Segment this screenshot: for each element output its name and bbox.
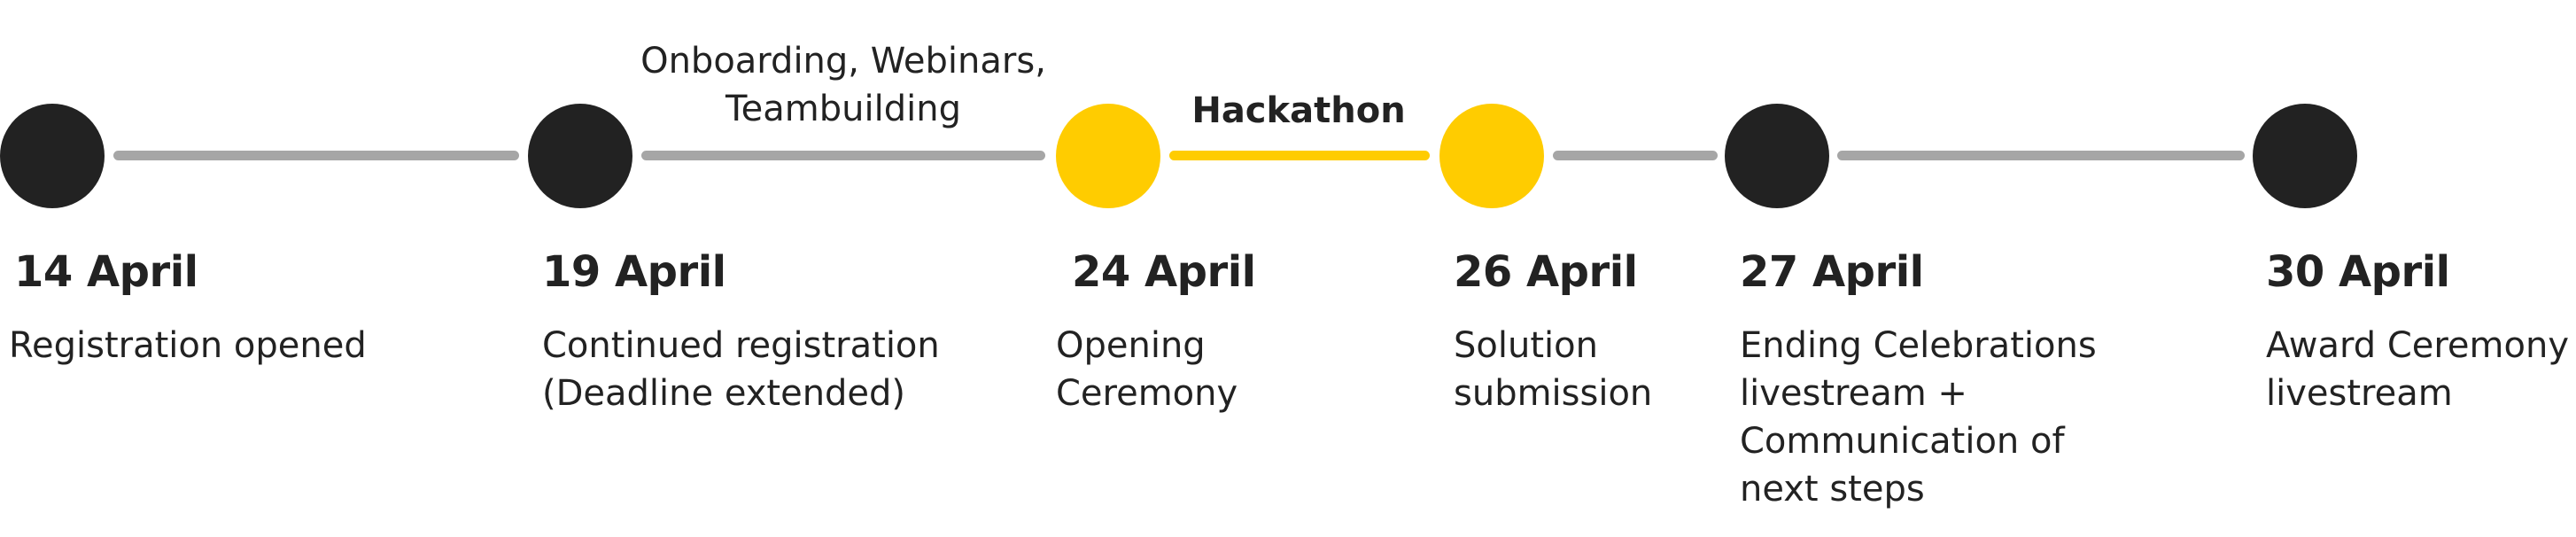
connector-2 [641,151,1045,160]
milestone-node-5 [1725,104,1829,208]
milestone-node-2 [528,104,632,208]
milestone-node-6 [2253,104,2357,208]
connector-5 [1837,151,2245,160]
milestone-date-4: 26 April [1454,247,1638,297]
milestone-description-1: Registration opened [9,325,367,366]
milestone-description-4: Solution submission [1454,325,1653,414]
milestone-description-5: Ending Celebrations livestream + Communi… [1740,325,2097,510]
milestone-date-5: 27 April [1740,247,1924,297]
milestone-date-3: 24 April [1072,247,1256,297]
milestone-description-3: Opening Ceremony [1056,325,1238,414]
connector-4 [1553,151,1718,160]
connector-3-hackathon [1169,151,1430,160]
milestone-date-2: 19 April [542,247,726,297]
milestone-node-1 [0,104,105,208]
phase-label-hackathon: Hackathon [1191,90,1406,131]
milestone-description-2: Continued registration (Deadline extende… [542,325,940,414]
milestone-date-6: 30 April [2266,247,2450,297]
milestone-description-6: Award Ceremony livestream [2266,325,2569,414]
milestone-node-3 [1056,104,1160,208]
connector-1 [113,151,519,160]
milestone-date-1: 14 April [14,247,198,297]
phase-label-onboarding: Onboarding, Webinars, Teambuilding [640,41,1046,129]
milestone-node-4 [1439,104,1544,208]
